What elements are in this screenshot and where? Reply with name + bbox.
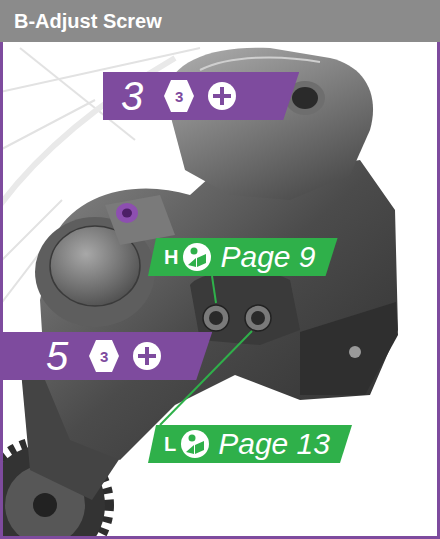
hex-key-size: 3 — [163, 79, 195, 113]
hex-size-number: 3 — [175, 89, 183, 104]
page-reference: Page 13 — [218, 429, 330, 459]
page-reference: Page 9 — [220, 242, 315, 272]
page-reference-tab: H Page 9 — [148, 238, 338, 276]
hex-key-size: 3 — [88, 339, 120, 373]
derailleur-body — [40, 150, 398, 460]
callout-tab: 33 — [103, 72, 299, 120]
mounting-bolt — [116, 203, 138, 223]
callout-number: 5 — [46, 336, 68, 376]
header-bar: B-Adjust Screw — [0, 0, 440, 42]
title: B-Adjust Screw — [14, 11, 162, 31]
limit-screws — [203, 305, 271, 331]
screw-letter: H — [164, 247, 178, 267]
page-reference-tab: L Page 13 — [148, 425, 352, 463]
hex-size-number: 3 — [100, 349, 108, 364]
wheel-spokes — [0, 48, 200, 305]
upper-knuckle — [165, 48, 373, 200]
manual-icon — [180, 429, 210, 459]
manual-icon — [182, 242, 212, 272]
tool-icon — [132, 341, 162, 371]
callout-number: 3 — [121, 76, 143, 116]
tool-icon — [207, 81, 237, 111]
callout-tab: 53 — [0, 332, 212, 380]
screw-letter: L — [164, 434, 176, 454]
